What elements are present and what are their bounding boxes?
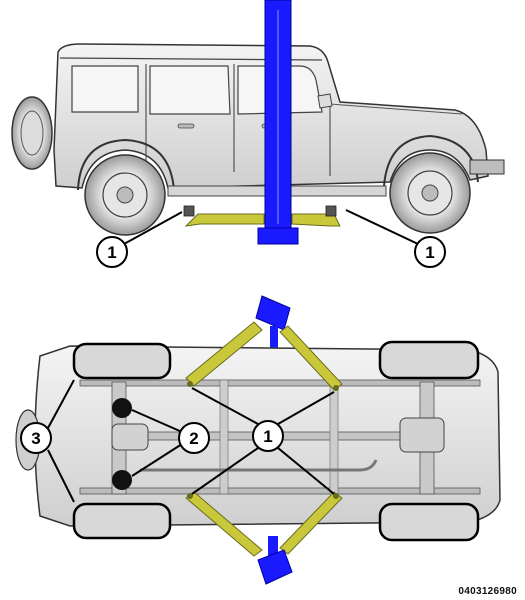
underside-callout-points: 2 [131,409,210,477]
callout-number: 1 [107,243,116,262]
underside-lift-arms [185,321,343,557]
callout-number: 2 [189,429,198,448]
side-view-vehicle-icon [11,43,505,236]
side-callout-right: 1 [345,209,446,268]
side-callout-left: 1 [96,211,183,268]
lift-post-top [255,295,291,352]
callout-number: 3 [31,429,40,448]
underside-callout-tires: 3 [20,379,75,503]
figure-code: 0403126980 [458,586,517,597]
lift-post-bottom [257,536,293,585]
underside-callout-arms: 1 [191,387,335,495]
lift-post-icon [257,0,299,245]
callout-number: 1 [263,427,272,446]
side-lift-arms [183,205,341,227]
callout-number: 1 [425,243,434,262]
